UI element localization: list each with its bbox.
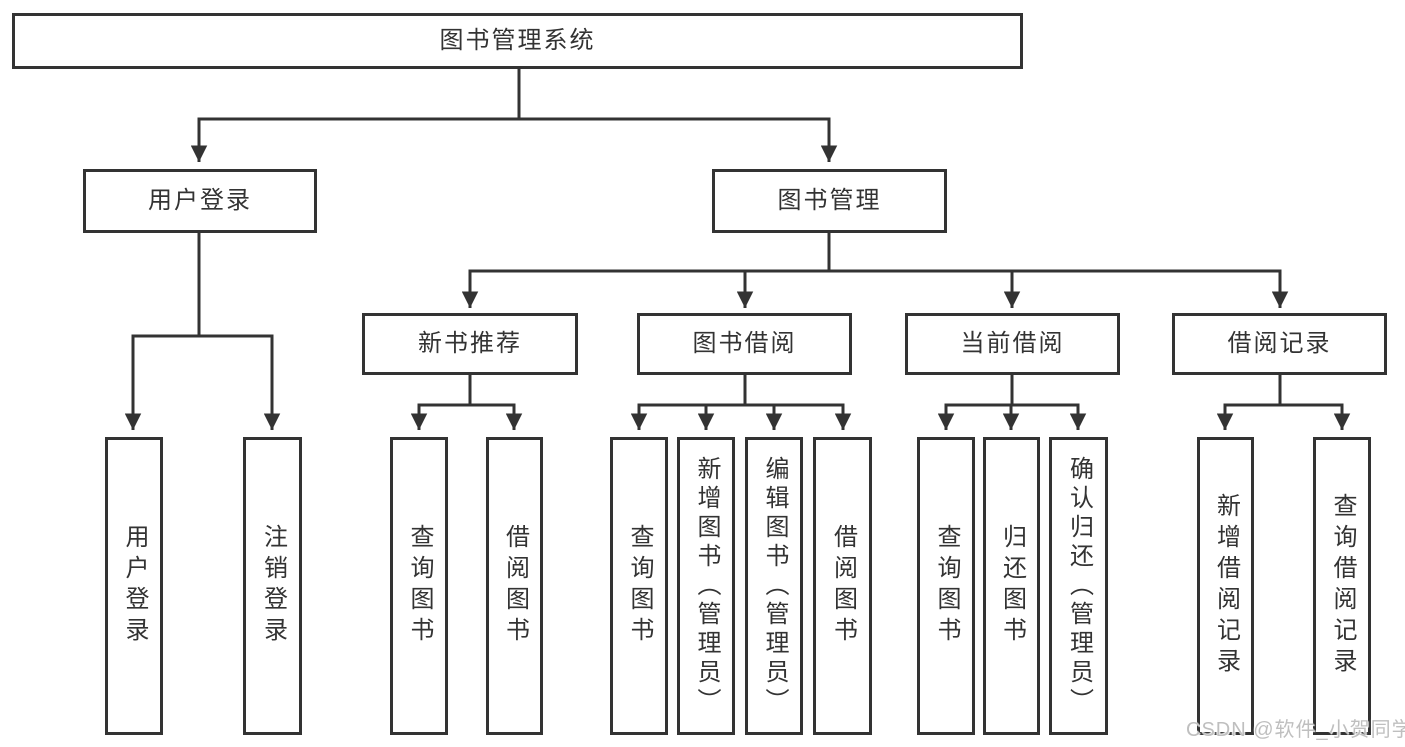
leaf-query-book-current-label: 查询图书 [933, 524, 960, 648]
leaf-add-borrow-record: 新增借阅记录 [1197, 437, 1254, 735]
leaf-add-book-admin-label: 新增图书（管理员） [693, 455, 720, 717]
leaf-borrow-book-recommend-label: 借阅图书 [501, 524, 529, 648]
leaf-add-borrow-record-label: 新增借阅记录 [1212, 493, 1240, 679]
leaf-query-book-recommend: 查询图书 [390, 437, 448, 735]
leaf-query-book-recommend-label: 查询图书 [406, 524, 433, 648]
leaf-query-borrow-record: 查询借阅记录 [1313, 437, 1371, 735]
node-book-management: 图书管理 [712, 169, 947, 233]
leaf-edit-book-admin: 编辑图书（管理员） [745, 437, 803, 735]
leaf-borrow-book-borrow: 借阅图书 [813, 437, 872, 735]
node-current-borrow-label: 当前借阅 [960, 330, 1065, 357]
leaf-query-book-current: 查询图书 [917, 437, 975, 735]
node-book-management-label: 图书管理 [777, 187, 882, 214]
node-current-borrow: 当前借阅 [905, 313, 1120, 375]
leaf-query-book-borrow-label: 查询图书 [626, 524, 653, 648]
leaf-query-borrow-record-label: 查询借阅记录 [1329, 493, 1356, 679]
leaf-confirm-return-admin: 确认归还（管理员） [1049, 437, 1108, 735]
leaf-borrow-book-borrow-label: 借阅图书 [829, 524, 857, 648]
node-user-login-label: 用户登录 [148, 187, 252, 214]
node-root-label: 图书管理系统 [439, 27, 596, 54]
node-borrow-record-label: 借阅记录 [1227, 330, 1332, 357]
node-book-borrow-label: 图书借阅 [692, 330, 797, 357]
leaf-confirm-return-admin-label: 确认归还（管理员） [1065, 455, 1093, 717]
leaf-edit-book-admin-label: 编辑图书（管理员） [761, 455, 788, 717]
leaf-borrow-book-recommend: 借阅图书 [486, 437, 543, 735]
node-root: 图书管理系统 [12, 13, 1023, 69]
leaf-user-login: 用户登录 [105, 437, 163, 735]
leaf-add-book-admin: 新增图书（管理员） [677, 437, 735, 735]
node-new-book-recommend-label: 新书推荐 [418, 330, 522, 357]
watermark-text: CSDN @软件_小贺同学 [1186, 719, 1405, 741]
leaf-return-book: 归还图书 [983, 437, 1040, 735]
leaf-query-book-borrow: 查询图书 [610, 437, 668, 735]
node-book-borrow: 图书借阅 [637, 313, 852, 375]
node-new-book-recommend: 新书推荐 [362, 313, 578, 375]
leaf-user-login-label: 用户登录 [121, 524, 148, 648]
node-borrow-record: 借阅记录 [1172, 313, 1387, 375]
leaf-return-book-label: 归还图书 [998, 524, 1026, 648]
leaf-logout: 注销登录 [243, 437, 302, 735]
node-user-login: 用户登录 [83, 169, 317, 233]
leaf-logout-label: 注销登录 [259, 524, 287, 648]
